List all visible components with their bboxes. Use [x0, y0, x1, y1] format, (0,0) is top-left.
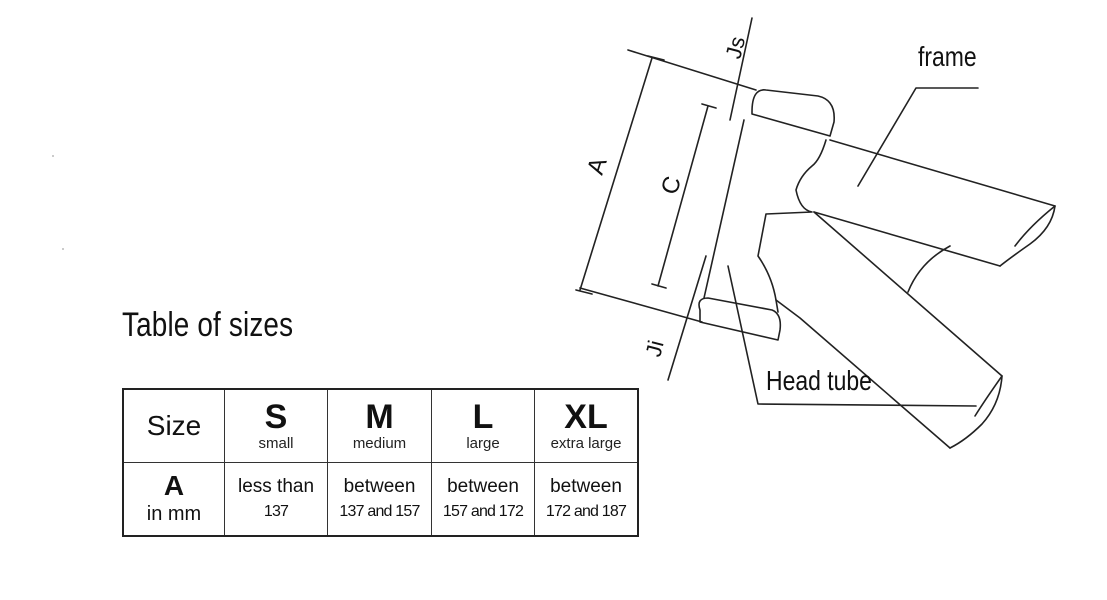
size-table: Size S small M medium L large XL extra l…: [122, 388, 639, 537]
range-line2: 137 and 157: [339, 503, 420, 520]
size-name: extra large: [550, 435, 622, 452]
bottom-extension: [579, 287, 703, 323]
speck: [62, 248, 64, 250]
size-code: XL: [564, 398, 608, 436]
size-code: S: [264, 398, 288, 436]
speck: [52, 155, 54, 157]
size-code: M: [365, 398, 394, 436]
top-tube-end: [999, 205, 1056, 267]
row-unit: in mm: [146, 503, 202, 525]
dim-a-label: A: [582, 154, 613, 178]
dim-ji-label: Ji: [641, 338, 669, 359]
range-line1: between: [447, 476, 519, 497]
row-label: A: [163, 470, 185, 501]
down-tube-end: [949, 375, 1003, 449]
down-tube: [775, 211, 1003, 449]
range-line1: between: [550, 476, 622, 497]
range-line1: between: [343, 476, 416, 497]
table-row: A in mm less than 137 between 137 and 15…: [122, 462, 639, 537]
size-heading: Size: [146, 410, 202, 441]
table-title: Table of sizes: [122, 306, 294, 344]
dim-line-A: [575, 55, 665, 295]
range-cell-s: less than 137: [224, 462, 328, 537]
frame-label: frame: [918, 42, 977, 73]
frame-leader: [857, 87, 979, 187]
gusset: [907, 245, 951, 293]
dim-js-label: Js: [721, 34, 751, 61]
range-cell-l: between 157 and 172: [431, 462, 535, 537]
header-cell-l: L large: [431, 388, 535, 463]
header-cell-s: S small: [224, 388, 328, 463]
js-line: [729, 17, 753, 121]
top-extension: [627, 49, 757, 91]
upper-headset-cup: [751, 89, 835, 137]
range-cell-xl: between 172 and 187: [534, 462, 639, 537]
range-line2: 137: [263, 503, 289, 520]
size-name: small: [258, 435, 294, 452]
range-line1: less than: [237, 476, 315, 497]
size-code: L: [472, 398, 494, 436]
lower-headset-cup: [698, 297, 782, 341]
dim-c-label: C: [656, 173, 687, 198]
header-cell-xl: XL extra large: [534, 388, 639, 463]
head-tube-label: Head tube: [766, 366, 872, 397]
head-tube-leader: [727, 265, 977, 407]
table-header-row: Size S small M medium L large XL extra l…: [122, 388, 639, 463]
head-tube-diagram: frame Head tube A C Js Ji: [575, 17, 1056, 449]
corner-cell: Size: [122, 388, 225, 463]
head-tube: [703, 119, 827, 313]
top-tube: [813, 139, 1056, 267]
range-line2: 172 and 187: [545, 503, 627, 520]
range-cell-m: between 137 and 157: [327, 462, 432, 537]
row-label-cell: A in mm: [122, 462, 225, 537]
range-line2: 157 and 172: [442, 503, 524, 520]
dim-line-C: [651, 103, 717, 289]
size-name: medium: [352, 435, 407, 452]
size-name: large: [466, 435, 500, 452]
header-cell-m: M medium: [327, 388, 432, 463]
